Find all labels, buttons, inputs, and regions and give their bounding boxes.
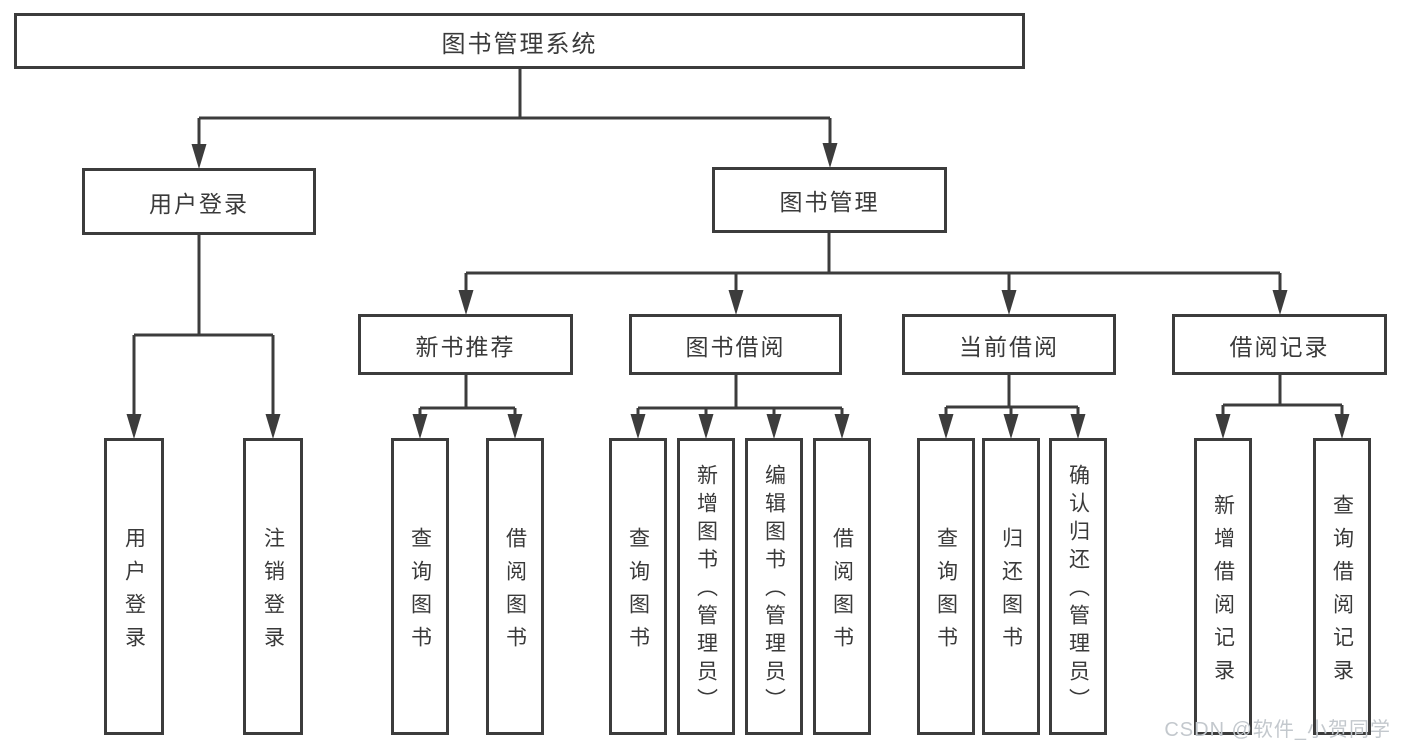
leaf-query-book-current-label: 查询图书 [934, 526, 958, 659]
leaf-edit-book-admin: 编辑图书（管理员） [745, 438, 803, 735]
node-new-book-recommend: 新书推荐 [358, 314, 573, 375]
leaf-add-borrow-record-label: 新增借阅记录 [1211, 493, 1235, 692]
leaf-query-book-current: 查询图书 [917, 438, 975, 735]
node-user-login: 用户登录 [82, 168, 316, 235]
leaf-borrow-book-recommend: 借阅图书 [486, 438, 544, 735]
node-library-system: 图书管理系统 [14, 13, 1025, 69]
leaf-user-login-label: 用户登录 [122, 526, 146, 659]
node-current-borrow: 当前借阅 [902, 314, 1116, 375]
leaf-borrow-book: 借阅图书 [813, 438, 871, 735]
leaf-borrow-book-label: 借阅图书 [830, 526, 854, 659]
leaf-query-borrow-record: 查询借阅记录 [1313, 438, 1371, 735]
leaf-return-book-label: 归还图书 [999, 526, 1023, 659]
leaf-query-book-recommend-label: 查询图书 [408, 526, 432, 659]
leaf-query-book-borrow: 查询图书 [609, 438, 667, 735]
leaf-confirm-return-admin-label: 确认归还（管理员） [1066, 464, 1090, 716]
leaf-logout-label: 注销登录 [261, 526, 285, 659]
leaf-query-book-recommend: 查询图书 [391, 438, 449, 735]
leaf-logout: 注销登录 [243, 438, 303, 735]
node-book-management: 图书管理 [712, 167, 947, 233]
node-borrow-records: 借阅记录 [1172, 314, 1387, 375]
leaf-add-book-admin-label: 新增图书（管理员） [694, 464, 718, 716]
leaf-query-book-borrow-label: 查询图书 [626, 526, 650, 659]
leaf-add-book-admin: 新增图书（管理员） [677, 438, 735, 735]
leaf-query-borrow-record-label: 查询借阅记录 [1330, 493, 1354, 692]
leaf-confirm-return-admin: 确认归还（管理员） [1049, 438, 1107, 735]
leaf-add-borrow-record: 新增借阅记录 [1194, 438, 1252, 735]
leaf-return-book: 归还图书 [982, 438, 1040, 735]
watermark: CSDN @软件_小贺同学 [1164, 719, 1391, 741]
leaf-user-login: 用户登录 [104, 438, 164, 735]
leaf-edit-book-admin-label: 编辑图书（管理员） [762, 464, 786, 716]
leaf-borrow-book-recommend-label: 借阅图书 [503, 526, 527, 659]
node-book-borrow: 图书借阅 [629, 314, 842, 375]
